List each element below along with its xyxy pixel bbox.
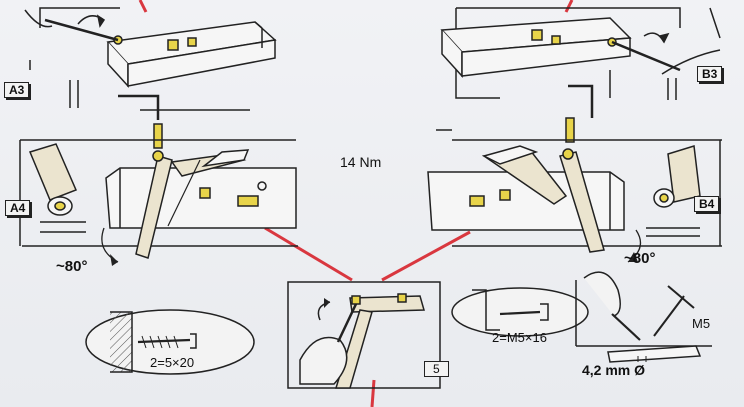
bracket-b4 xyxy=(646,145,701,237)
panel-b3 xyxy=(440,7,721,100)
label-a4: A4 xyxy=(5,200,31,216)
label-b3: B3 xyxy=(697,66,723,82)
closer-body-a3 xyxy=(106,21,277,88)
closer-right xyxy=(427,145,625,253)
torque-value: 14 Nm xyxy=(340,154,382,170)
thread-size: M5 xyxy=(692,316,711,331)
hex-keys xyxy=(118,84,594,120)
frame-lines xyxy=(19,129,722,247)
panel-a3 xyxy=(24,7,277,111)
shafts xyxy=(153,117,575,149)
wood-screw-size: 2=5×20 xyxy=(150,355,195,370)
label-a3: A3 xyxy=(4,82,30,98)
angle-left: ~80° xyxy=(56,258,88,275)
label-step-5: 5 xyxy=(424,361,449,377)
closer-left xyxy=(105,149,297,259)
label-b4: B4 xyxy=(694,196,720,212)
angle-arcs xyxy=(101,227,642,266)
angle-right: ~80° xyxy=(624,250,656,267)
drill-diameter: 4,2 mm Ø xyxy=(582,362,646,378)
wood-screw-detail xyxy=(85,309,255,375)
metal-screw-detail xyxy=(451,287,589,337)
metal-screw-size: 2=M5×16 xyxy=(492,330,547,345)
red-leader-lines xyxy=(138,0,574,407)
panel-step-5 xyxy=(287,281,441,389)
closer-body-b3 xyxy=(440,17,632,78)
bracket-a4 xyxy=(28,143,86,233)
drill-detail xyxy=(575,271,712,363)
